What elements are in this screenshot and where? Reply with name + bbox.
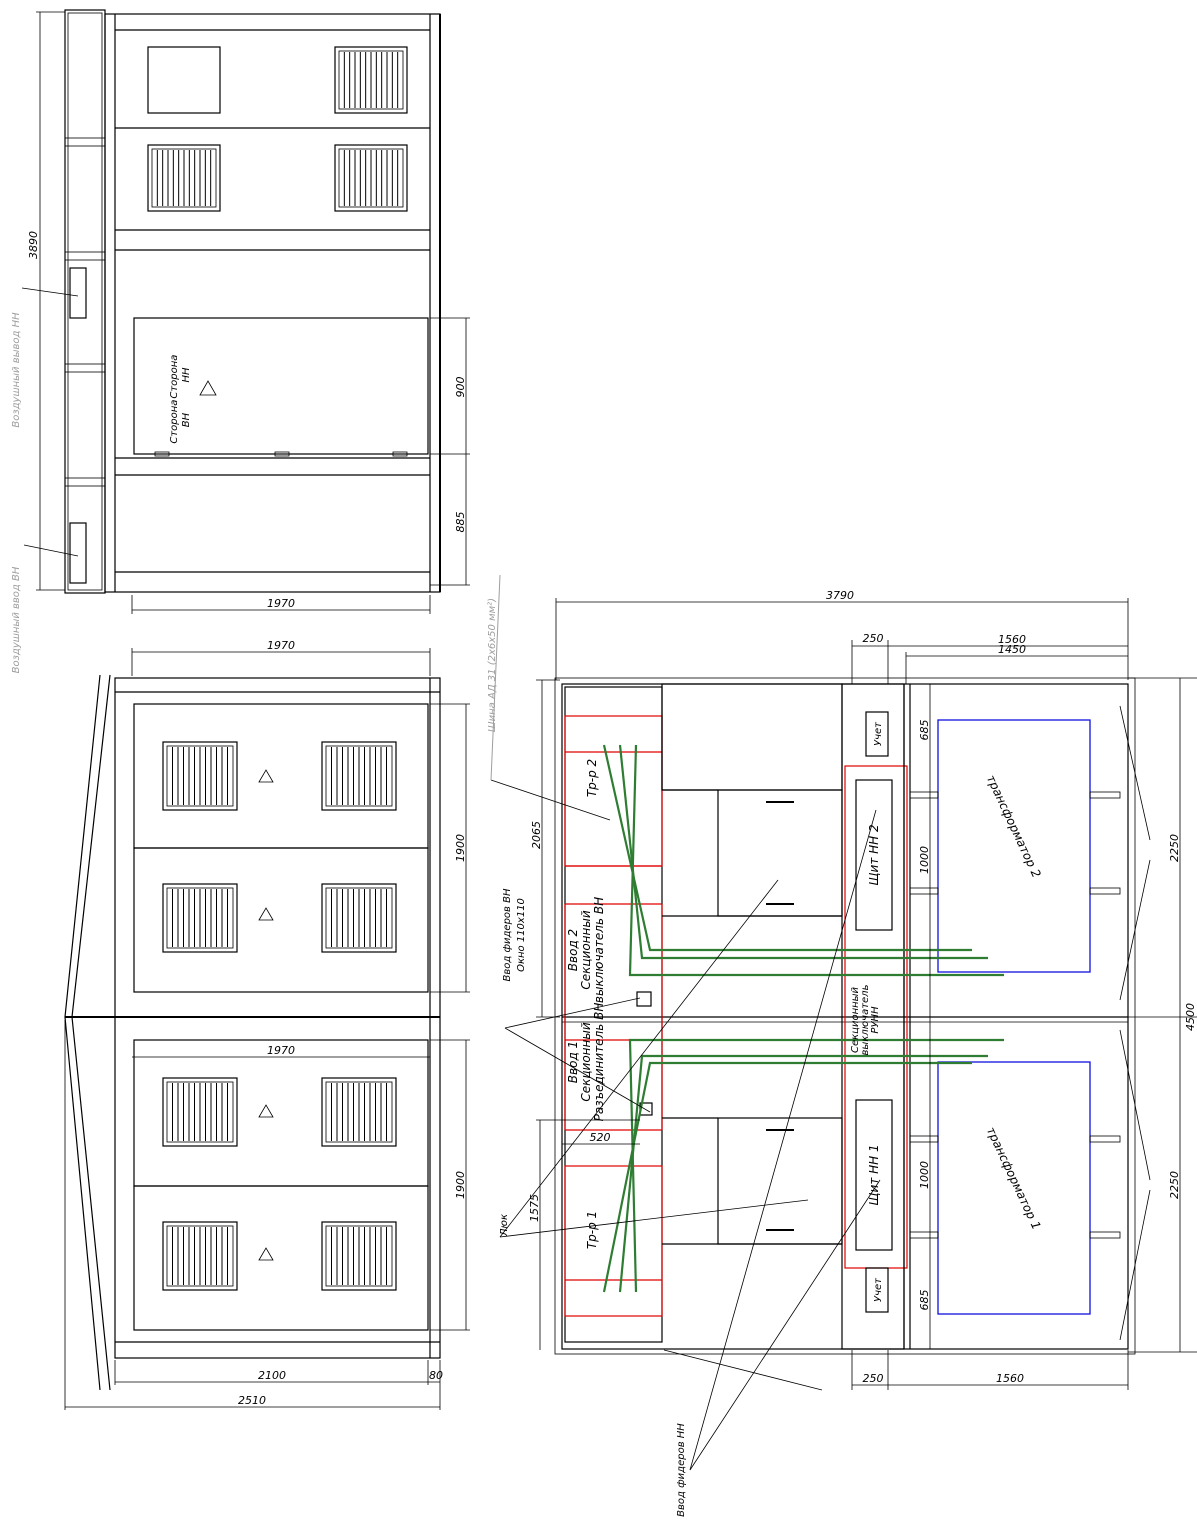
louver-grille [334,144,408,212]
dim-1575: 1575 [528,1194,541,1222]
dim-80: 80 [429,1369,443,1382]
louver-grille [147,46,221,114]
louver-slats [338,50,404,110]
transformer1-label: трансформатор 1 [984,1125,1044,1232]
door-label-nn-line1: Сторона [169,355,180,399]
busbar [602,1061,972,1293]
meter-top [865,711,889,757]
lv-feeder-entry-label: Ввод фидеров НН [676,1423,687,1517]
lead-vn-label: Воздушный ввод ВН [11,566,22,673]
meter-bottom-label: Учет [873,1277,884,1302]
service-door [133,317,429,455]
tr1-cell [564,1165,663,1317]
dim-250-top: 250 [863,632,884,645]
louver-grille [162,1077,238,1147]
svg-text:Сторона ВН: Сторона ВН [169,396,192,443]
hatch-box-upper [717,789,843,917]
dim-2250-bottom: 2250 [1168,1171,1181,1199]
louver-slats [338,148,404,208]
input2-label: Ввод 2 [566,929,580,971]
louver-slats [151,148,217,208]
transformer-2-outline [937,719,1091,973]
svg-text:Сторона НН: Сторона НН [169,351,192,398]
busbar [618,744,988,960]
tr1-label: Тр-р 1 [585,1211,599,1249]
warning-sign-icon [258,769,274,783]
dim-885: 885 [454,512,467,533]
busbar [628,1038,1004,1293]
hatch-box-lower [717,1117,843,1245]
dim-1900-upper: 1900 [454,834,467,862]
dim-4500: 4500 [1184,1003,1197,1031]
dim-2065: 2065 [530,821,543,849]
window-label: Окно 110х110 [516,898,527,972]
panel-nn1-label: Щит НН 1 [867,1144,881,1205]
tr2-label: Тр-р 2 [585,759,599,797]
busbar [628,744,1004,977]
louver-slats [325,745,393,807]
warning-sign-icon [199,380,217,396]
dim-1560-top: 1560 [998,633,1026,646]
louver-grille [321,883,397,953]
panel-nn1 [855,1099,893,1251]
louver-grille [321,741,397,811]
dim-3890: 3890 [27,231,40,259]
louver-slats [166,1225,234,1287]
sect-switch-runn-label: СекционныйвыключательРУНН [850,984,881,1055]
louver-slats [166,745,234,807]
sect-disconnector-vn-label: СекционныйРазъединитель ВН [579,1003,606,1122]
lead-nn-label: Воздушный вывод НН [11,312,22,428]
dim-685-top: 685 [918,720,931,741]
dim-1450: 1450 [998,643,1026,656]
side-elevation-view: 1970 1970 1900 1900 2100 80 2510 [64,639,470,1410]
warning-sign-icon [258,1247,274,1261]
sect-switch-vn-label: Секционныйвыключатель ВН [579,897,606,1003]
louver-slats [325,1081,393,1143]
louver-grille [162,741,238,811]
meter-top-label: Учет [873,721,884,746]
busbar [602,744,972,952]
dim-2250-top: 2250 [1168,834,1181,862]
dim-1970-side-mid: 1970 [267,1044,295,1057]
panel-nn2-label: Щит НН 2 [867,824,881,885]
louver-grille [147,144,221,212]
top-elevation-view: Сторона НН Сторона ВН 3890 Воздушный выв… [11,9,470,673]
dim-1000-bottom: 1000 [918,1161,931,1189]
warning-sign-icon [258,1104,274,1118]
dim-250-bottom: 250 [863,1372,884,1385]
louver-slats [325,1225,393,1287]
louver-grille [162,1221,238,1291]
warning-sign-icon [258,907,274,921]
dim-1900-lower: 1900 [454,1171,467,1199]
dim-1970-side-top: 1970 [267,639,295,652]
hatch-label: Люк [499,1214,510,1237]
louver-slats [166,887,234,949]
window-110-icon [636,991,652,1007]
dim-1970-top: 1970 [267,597,295,610]
louver-slats [166,1081,234,1143]
busbar [618,1054,988,1293]
louver-grille [321,1077,397,1147]
transformer-1-outline [937,1061,1091,1315]
panel-nn2 [855,779,893,931]
meter-bottom [865,1267,889,1313]
dim-1000-top: 1000 [918,846,931,874]
louver-slats [325,887,393,949]
hv-feeder-entry-label: Ввод фидеров ВН [502,888,513,981]
dim-2510: 2510 [238,1394,266,1407]
dim-520: 520 [590,1131,611,1144]
dim-900: 900 [454,377,467,398]
louver-grille [334,46,408,114]
dim-2100: 2100 [258,1369,286,1382]
dim-3790: 3790 [826,589,854,602]
dim-685-bottom: 685 [918,1290,931,1311]
busbar-note: Шина АД 31 (2х6х50 мм²) [487,598,498,732]
transformer2-label: трансформатор 2 [984,773,1044,880]
louver-grille [321,1221,397,1291]
louver-grille [162,883,238,953]
floor-plan-view: 3790 250 1560 1450 250 1560 2065 1575 52… [487,574,1197,1517]
dim-1560-bottom: 1560 [996,1372,1024,1385]
input1-label: Ввод 1 [566,1041,580,1083]
